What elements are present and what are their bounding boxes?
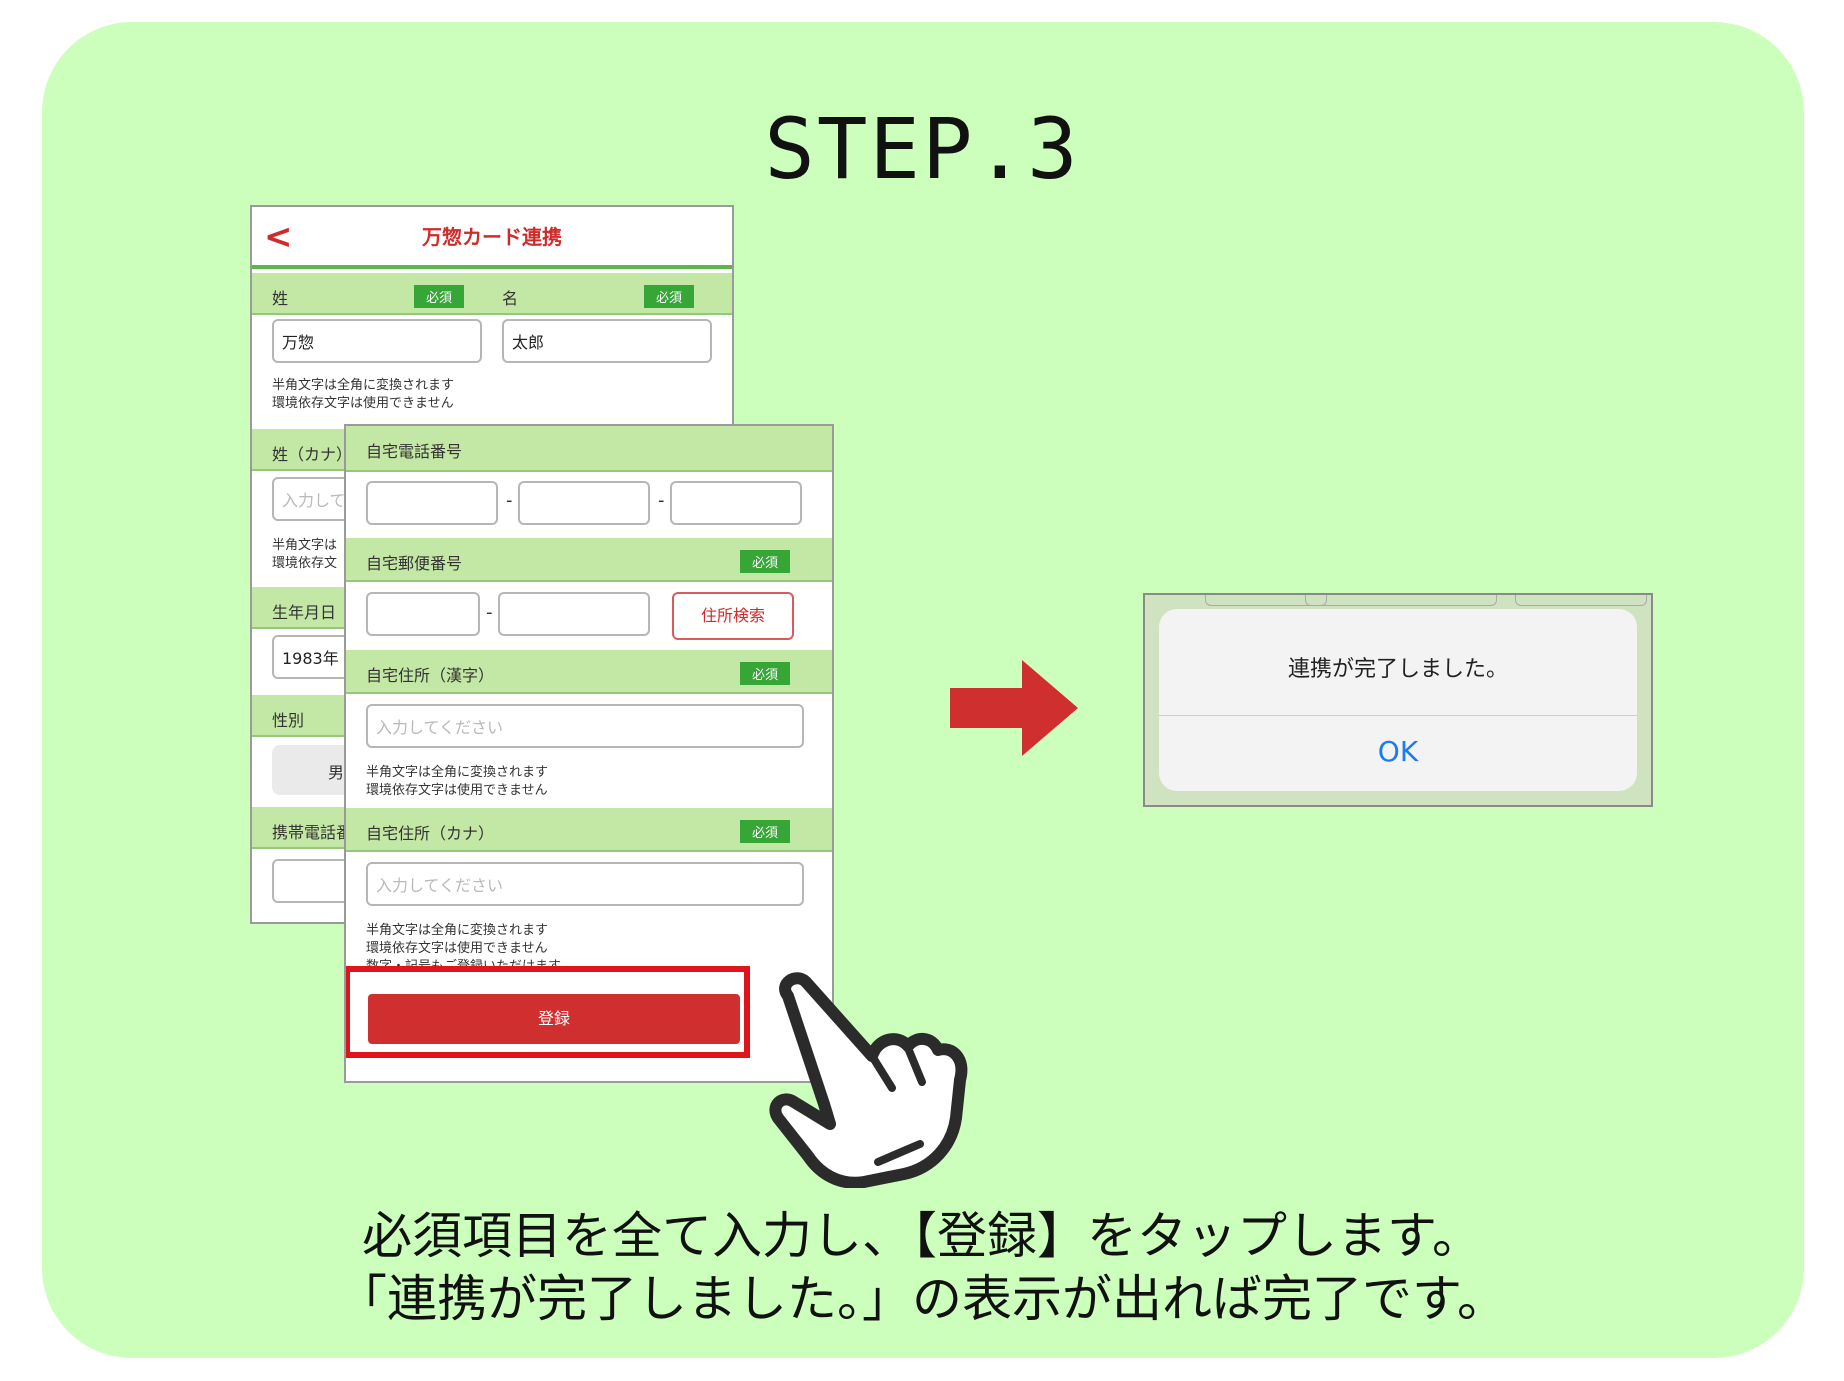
birthday-label: 生年月日 — [272, 603, 337, 622]
gender-label: 性別 — [272, 711, 305, 730]
mobile-label: 携帯電話番 — [272, 823, 353, 842]
address-kanji-label: 自宅住所（漢字） — [366, 666, 495, 685]
address-kana-section: 自宅住所（カナ） 必須 — [346, 808, 832, 852]
caption-line-1: 必須項目を全て入力し、【登録】をタップします。 — [362, 1207, 1482, 1265]
name-hint: 半角文字は全角に変換されます 環境依存文字は使用できません — [272, 377, 454, 413]
form-header: < 万惣カード連携 — [252, 207, 732, 269]
address-kanji-hint: 半角文字は全角に変換されます 環境依存文字は使用できません — [366, 764, 548, 800]
home-phone-input-3[interactable] — [670, 481, 802, 525]
hint-line: 半角文字は — [272, 538, 338, 553]
first-name-input[interactable]: 太郎 — [502, 319, 712, 363]
address-kanji-section: 自宅住所（漢字） 必須 — [346, 650, 832, 694]
hint-line: 半角文字は全角に変換されます — [366, 923, 549, 938]
home-phone-label: 自宅電話番号 — [366, 442, 463, 461]
address-kana-label: 自宅住所（カナ） — [366, 824, 495, 843]
kana-placeholder: 入力して — [282, 491, 346, 510]
hint-line: 環境依存文字は使用できません — [366, 941, 548, 956]
dash-separator: - — [506, 490, 513, 511]
bg-field-fragment — [1515, 595, 1647, 606]
postal-input-1[interactable] — [366, 592, 480, 636]
form-title: 万惣カード連携 — [422, 225, 562, 249]
address-search-button[interactable]: 住所検索 — [672, 592, 794, 640]
alert-ok-button[interactable]: OK — [1377, 735, 1419, 768]
bg-field-fragment — [1205, 595, 1327, 606]
pointing-hand-icon — [769, 972, 968, 1188]
last-name-input[interactable]: 万惣 — [272, 319, 482, 363]
kana-label: 姓（カナ） — [272, 445, 353, 464]
postal-section: 自宅郵便番号 必須 — [346, 538, 832, 582]
first-name-label: 名 — [502, 289, 519, 308]
hint-line: 半角文字は全角に変換されます — [366, 765, 549, 780]
required-badge: 必須 — [740, 662, 791, 685]
dash-separator: - — [486, 602, 493, 623]
address-kana-input[interactable]: 入力してください — [366, 862, 804, 906]
address-placeholder: 入力してください — [376, 876, 504, 895]
hint-line: 環境依存文 — [272, 556, 338, 571]
required-badge: 必須 — [740, 550, 791, 573]
hint-line: 半角文字は全角に変換されます — [272, 378, 455, 393]
postal-input-2[interactable] — [498, 592, 650, 636]
bg-field-fragment — [1305, 595, 1497, 606]
alert-divider — [1159, 715, 1637, 716]
home-phone-input-2[interactable] — [518, 481, 650, 525]
kana-hint: 半角文字は 環境依存文 — [272, 537, 337, 573]
alert-message: 連携が完了しました。 — [1287, 657, 1508, 682]
required-badge: 必須 — [414, 285, 465, 308]
required-badge: 必須 — [740, 820, 791, 843]
home-phone-input-1[interactable] — [366, 481, 498, 525]
form-screenshot-front: 自宅電話番号 - - 自宅郵便番号 必須 - 住所検索 自宅住所（漢字） 必須 … — [344, 424, 834, 1083]
hint-line: 環境依存文字は使用できません — [366, 783, 548, 798]
address-kanji-input[interactable]: 入力してください — [366, 704, 804, 748]
gender-option-label: 男 — [328, 763, 345, 782]
register-button[interactable]: 登録 — [368, 994, 740, 1044]
completion-alert-dialog: 連携が完了しました。 OK — [1159, 609, 1637, 791]
step-title: STEP.3 — [764, 100, 1080, 198]
postal-label: 自宅郵便番号 — [366, 554, 463, 573]
back-chevron-icon[interactable]: < — [264, 217, 293, 257]
name-section: 姓 必須 名 必須 — [252, 273, 732, 315]
dash-separator: - — [658, 490, 665, 511]
caption-line-2: 「連携が完了しました。」の表示が出れば完了です。 — [337, 1270, 1507, 1328]
address-placeholder: 入力してください — [376, 718, 504, 737]
completion-screenshot: 連携が完了しました。 OK — [1143, 593, 1653, 807]
home-phone-section: 自宅電話番号 — [346, 426, 832, 472]
required-badge: 必須 — [644, 285, 695, 308]
last-name-label: 姓 — [272, 289, 289, 308]
right-arrow-icon — [950, 660, 1078, 756]
hint-line: 環境依存文字は使用できません — [272, 396, 454, 411]
register-highlight-box: 登録 — [346, 966, 750, 1058]
